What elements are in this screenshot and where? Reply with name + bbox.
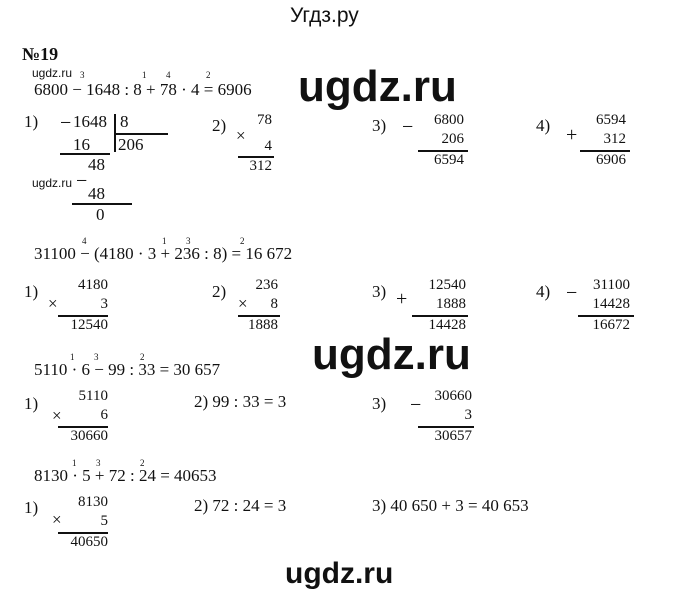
step-label: 4) bbox=[536, 116, 551, 135]
dividend: 1648 bbox=[73, 112, 107, 131]
order-mark: 3 bbox=[96, 458, 101, 468]
times-sign: × bbox=[236, 126, 246, 145]
factor: 4180 bbox=[78, 277, 108, 293]
order-mark: 4 bbox=[166, 70, 171, 80]
step-text: 2) 99 : 33 = 3 bbox=[194, 392, 287, 411]
minus-sign: − bbox=[76, 170, 88, 192]
step-label: 3) bbox=[372, 116, 387, 135]
factor: 78 bbox=[257, 112, 272, 128]
quotient: 206 bbox=[118, 135, 144, 154]
product: 1888 bbox=[248, 317, 278, 333]
sum: 6906 bbox=[596, 152, 626, 168]
difference: 30657 bbox=[434, 428, 473, 444]
remainder: 48 bbox=[88, 155, 105, 174]
step-label: 2) bbox=[212, 282, 227, 301]
sum: 14428 bbox=[428, 317, 467, 333]
step-text: 3) 40 650 + 3 = 40 653 bbox=[372, 496, 529, 515]
minus-sign: − bbox=[60, 112, 72, 134]
watermark: ugdz.ru bbox=[298, 62, 457, 111]
minuend: 31100 bbox=[593, 277, 630, 293]
step-label: 1) bbox=[24, 498, 39, 517]
addend: 6594 bbox=[596, 112, 626, 128]
plus-sign: + bbox=[566, 124, 578, 146]
minus-sign: − bbox=[566, 282, 578, 304]
product: 30660 bbox=[70, 428, 109, 444]
order-mark: 1 bbox=[70, 352, 75, 362]
order-mark: 3 bbox=[94, 352, 99, 362]
product: 312 bbox=[249, 158, 273, 174]
problem-number: №19 bbox=[22, 44, 59, 64]
subtrahend: 14428 bbox=[592, 296, 631, 312]
step-label: 1) bbox=[24, 394, 39, 413]
step-label: 3) bbox=[372, 394, 387, 413]
expression: 8130 · 5 + 72 : 24 = 40653 bbox=[34, 466, 217, 485]
site-title: Угдз.ру bbox=[290, 4, 359, 27]
difference: 16672 bbox=[592, 317, 631, 333]
order-mark: 2 bbox=[206, 70, 211, 80]
minus-sign: − bbox=[402, 116, 414, 138]
step-label: 4) bbox=[536, 282, 551, 301]
watermark: ugdz.ru bbox=[285, 557, 394, 590]
minus-sign: − bbox=[410, 394, 422, 416]
factor: 6 bbox=[100, 407, 109, 423]
product: 12540 bbox=[70, 317, 109, 333]
order-mark: 1 bbox=[142, 70, 147, 80]
subtrahend: 206 bbox=[441, 131, 465, 147]
factor: 8130 bbox=[78, 494, 108, 510]
order-mark: 2 bbox=[240, 236, 245, 246]
order-mark: 4 bbox=[82, 236, 87, 246]
subtrahend: 16 bbox=[73, 135, 90, 154]
subtrahend: 3 bbox=[464, 407, 473, 423]
times-sign: × bbox=[52, 406, 62, 425]
minuend: 30660 bbox=[434, 388, 473, 404]
step-label: 1) bbox=[24, 282, 39, 301]
step-label: 2) bbox=[212, 116, 227, 135]
order-mark: 1 bbox=[72, 458, 77, 468]
remainder: 0 bbox=[96, 205, 105, 224]
times-sign: × bbox=[52, 510, 62, 529]
difference: 6594 bbox=[434, 152, 464, 168]
expression: 31100 − (4180 · 3 + 236 : 8) = 16 672 bbox=[34, 244, 293, 263]
times-sign: × bbox=[238, 294, 248, 313]
minuend: 6800 bbox=[434, 112, 464, 128]
small-watermark: ugdz.ru bbox=[32, 176, 73, 190]
expression: 5110 · 6 − 99 : 33 = 30 657 bbox=[34, 360, 221, 379]
plus-sign: + bbox=[396, 288, 408, 310]
step-label: 1) bbox=[24, 112, 39, 131]
times-sign: × bbox=[48, 294, 58, 313]
small-watermark: ugdz.ru bbox=[32, 66, 73, 80]
factor: 8 bbox=[270, 296, 279, 312]
divisor: 8 bbox=[120, 112, 129, 131]
addend: 12540 bbox=[428, 277, 467, 293]
factor: 5110 bbox=[78, 388, 108, 404]
expression: 6800 − 1648 : 8 + 78 · 4 = 6906 bbox=[34, 80, 252, 99]
addend: 1888 bbox=[436, 296, 466, 312]
addend: 312 bbox=[603, 131, 627, 147]
order-mark: 2 bbox=[140, 458, 145, 468]
subtrahend: 48 bbox=[88, 184, 105, 203]
order-mark: 2 bbox=[140, 352, 145, 362]
factor: 236 bbox=[255, 277, 279, 293]
order-mark: 3 bbox=[186, 236, 191, 246]
step-text: 2) 72 : 24 = 3 bbox=[194, 496, 287, 515]
factor: 5 bbox=[100, 513, 109, 529]
order-mark: 1 bbox=[162, 236, 167, 246]
watermark: ugdz.ru bbox=[312, 330, 471, 379]
order-mark: 3 bbox=[80, 70, 85, 80]
factor: 3 bbox=[100, 296, 109, 312]
factor: 4 bbox=[264, 138, 273, 154]
product: 40650 bbox=[70, 534, 109, 550]
step-label: 3) bbox=[372, 282, 387, 301]
